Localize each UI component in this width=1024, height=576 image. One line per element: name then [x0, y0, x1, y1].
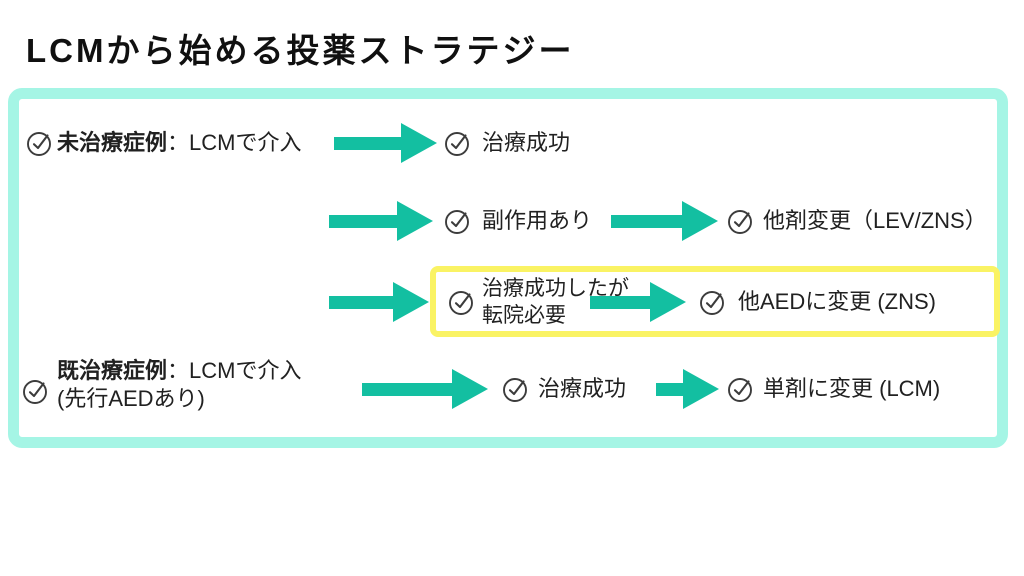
row3-mid-label: 治療成功したが転院必要 [482, 275, 629, 329]
row3-mid-line2: 転院必要 [482, 304, 566, 327]
row4-source-line2: (先行AEDあり) [57, 386, 205, 411]
page-title: LCMから始める投薬ストラテジー [26, 32, 575, 69]
row3-outcome-label: 他AEDに変更 (ZNS) [738, 289, 937, 314]
row4-source-label: 既治療症例：LCMで介入 (先行AEDあり) [57, 357, 301, 413]
flow-arrow [611, 201, 718, 241]
flow-arrow [334, 123, 437, 163]
check-circle-icon [25, 128, 55, 158]
flow-arrow [362, 369, 488, 409]
check-circle-icon [443, 128, 473, 158]
row1-source-bold: 未治療症例 [57, 130, 168, 155]
row2-mid-label: 副作用あり [482, 208, 593, 233]
row1-outcome-label: 治療成功 [482, 130, 571, 155]
row4-outcome-label: 単剤に変更 (LCM) [763, 376, 941, 401]
row1-source-rest: ：LCMで介入 [167, 130, 302, 155]
check-circle-icon [21, 376, 51, 406]
row1-source-label: 未治療症例：LCMで介入 [57, 129, 301, 157]
row4-mid-label: 治療成功 [538, 376, 627, 401]
check-circle-icon [698, 287, 728, 317]
flow-arrow [329, 201, 433, 241]
flow-arrow [656, 369, 719, 409]
check-circle-icon [443, 206, 473, 236]
check-circle-icon [726, 206, 756, 236]
flow-arrow [590, 282, 686, 322]
check-circle-icon [726, 374, 756, 404]
row4-source-bold: 既治療症例 [57, 358, 168, 383]
check-circle-icon [447, 287, 477, 317]
row2-outcome-label: 他剤変更（LEV/ZNS） [763, 208, 987, 233]
highlight-box [430, 266, 1000, 337]
row4-source-rest: ：LCMで介入 [167, 358, 302, 383]
check-circle-icon [501, 374, 531, 404]
flow-arrow [329, 282, 429, 322]
row3-mid-line1: 治療成功したが [482, 277, 629, 300]
